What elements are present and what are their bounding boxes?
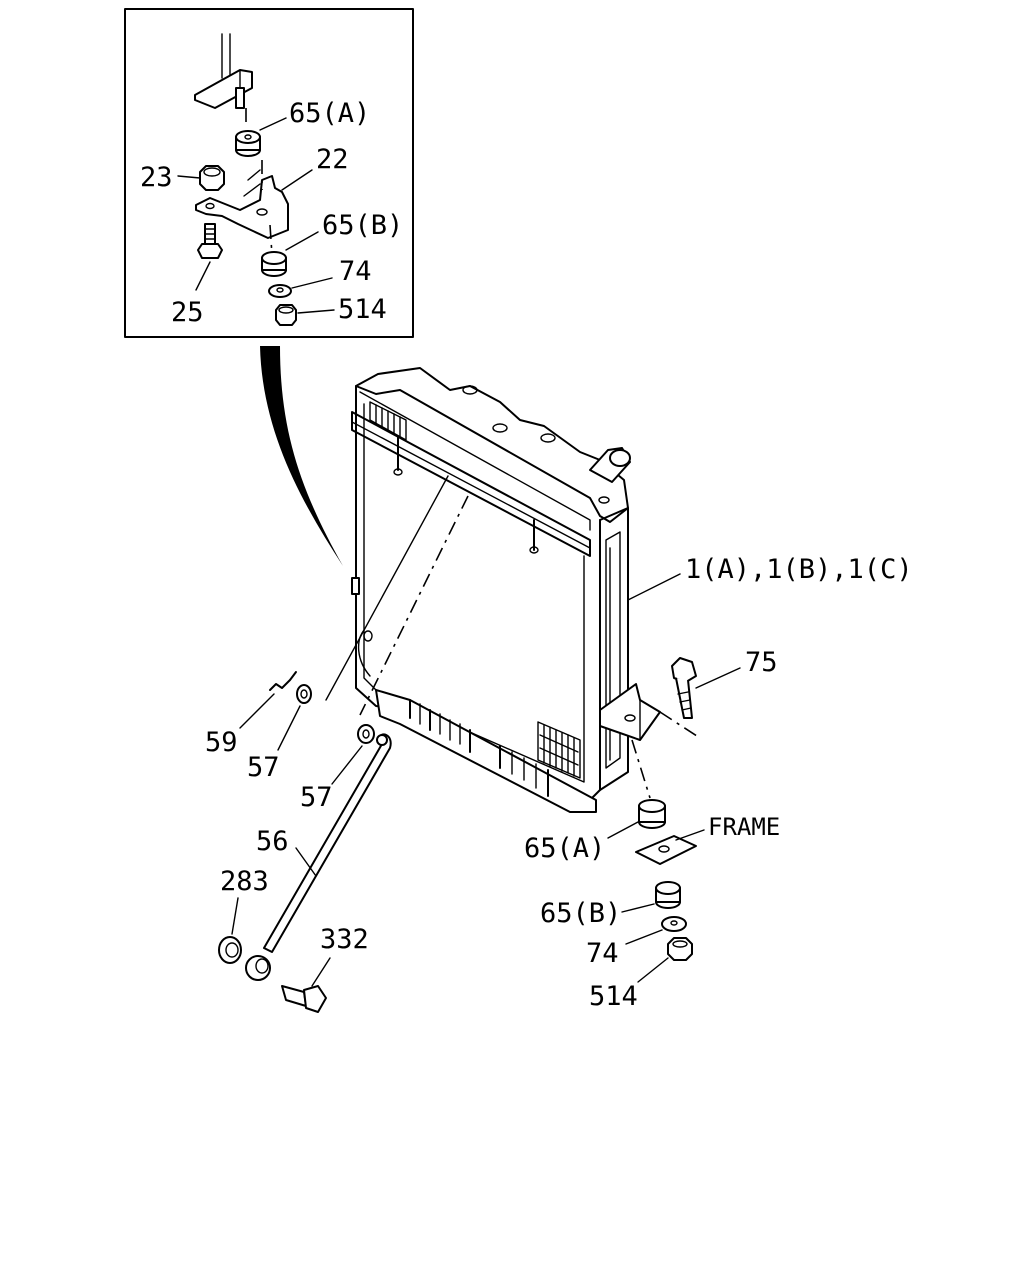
fin-grille-bottom (537, 721, 581, 779)
filler-neck (589, 447, 631, 483)
mount-rubber-65b (621, 881, 681, 913)
label-hose-59: 59 (205, 727, 238, 758)
label-washer-74: 74 (586, 938, 619, 969)
label-mount-65b: 65(B) (540, 898, 621, 929)
nut-514 (637, 937, 693, 983)
hose-59 (239, 671, 297, 729)
frame-plate (635, 829, 705, 865)
inset-rubber-65a (235, 108, 287, 157)
bolt-332 (281, 957, 331, 1013)
bolt-75 (671, 657, 741, 719)
inset-washer-74 (268, 277, 333, 298)
label-frame: FRAME (708, 813, 780, 841)
clip-57-upper (277, 684, 312, 751)
mount-rubber-65a (607, 799, 666, 839)
inset-nut-23 (177, 165, 225, 191)
fin-grille-top (369, 401, 407, 441)
inset-upper-bracket (194, 33, 253, 109)
rod-56 (263, 733, 392, 953)
label-collar-283: 283 (220, 866, 269, 897)
label-inset-65b: 65(B) (322, 210, 403, 241)
label-inset-65a: 65(A) (289, 98, 370, 129)
label-nut-514: 514 (589, 981, 638, 1012)
inset-rubber-65b (261, 224, 319, 277)
inset-nut-514 (275, 304, 335, 326)
bushing (245, 955, 271, 981)
label-mount-65a: 65(A) (524, 833, 605, 864)
inset-bolt-25 (195, 223, 223, 291)
label-inset-25: 25 (171, 297, 204, 328)
inset-bracket-22 (195, 160, 313, 239)
callout-arrow (260, 346, 343, 566)
radiator-lower-bracket (599, 683, 661, 741)
label-bolt-75: 75 (745, 647, 778, 678)
label-clip-57-lower: 57 (300, 782, 333, 813)
label-inset-74: 74 (339, 256, 372, 287)
clip-57-lower (331, 724, 375, 785)
inset-detail (124, 8, 414, 338)
radiator-assembly (351, 367, 661, 813)
label-radiator: 1(A),1(B),1(C) (685, 554, 913, 585)
washer-74 (625, 916, 687, 945)
label-inset-23: 23 (140, 162, 173, 193)
label-clip-57-upper: 57 (247, 752, 280, 783)
label-inset-514: 514 (338, 294, 387, 325)
label-bolt-332: 332 (320, 924, 369, 955)
collar-283 (218, 897, 242, 964)
label-rod-56: 56 (256, 826, 289, 857)
label-inset-22: 22 (316, 144, 349, 175)
